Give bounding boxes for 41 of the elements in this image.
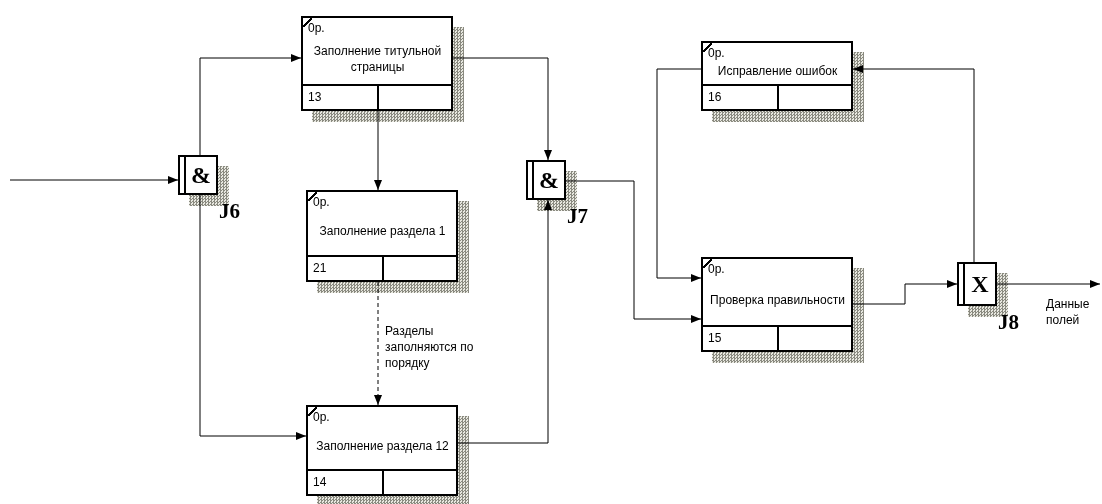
activity-number: 15: [707, 330, 723, 347]
arrow: [374, 281, 382, 406]
arrow: [452, 57, 552, 161]
arrow: [996, 280, 1101, 288]
activity-name: Исправление ошибок: [716, 63, 839, 80]
arrow: [565, 180, 702, 323]
junction-label: J6: [219, 200, 240, 222]
junction-symbol: X: [970, 269, 990, 299]
junction-label: J8: [998, 311, 1019, 333]
arrow: [9, 176, 179, 184]
activity-number: 13: [307, 89, 323, 106]
activity-code: 0р.: [708, 262, 725, 276]
activity-number: 14: [312, 474, 328, 491]
arrow: [374, 110, 382, 191]
activity-code: 0р.: [313, 195, 330, 209]
activity-box: [306, 190, 458, 282]
arrow: [199, 54, 302, 156]
activity-code: 0р.: [313, 410, 330, 424]
activity-name: Проверка правильности: [709, 291, 846, 309]
activity-name: Заполнение раздела 12: [315, 437, 450, 455]
arrow: [852, 65, 975, 263]
arrow: [199, 194, 307, 440]
arrow: [656, 68, 702, 282]
junction-box: [526, 160, 566, 200]
junction-label: J7: [567, 205, 588, 227]
activity-code: 0р.: [308, 21, 325, 35]
arrow: [457, 199, 552, 444]
activity-number: 21: [312, 260, 328, 277]
activity-box: [701, 257, 853, 352]
junction-symbol: &: [538, 165, 560, 195]
activity-name: Заполнение раздела 1: [318, 223, 447, 240]
activity-code: 0р.: [708, 46, 725, 60]
activity-name: Заполнение титульной страницы: [312, 42, 443, 76]
activity-box: [701, 41, 853, 111]
activity-box: [301, 16, 453, 111]
junction-box: [178, 155, 218, 195]
activity-box: [306, 405, 458, 496]
arrow: [852, 280, 958, 305]
junction-box: [957, 262, 997, 306]
junction-symbol: &: [190, 160, 212, 190]
activity-number: 16: [707, 89, 723, 106]
